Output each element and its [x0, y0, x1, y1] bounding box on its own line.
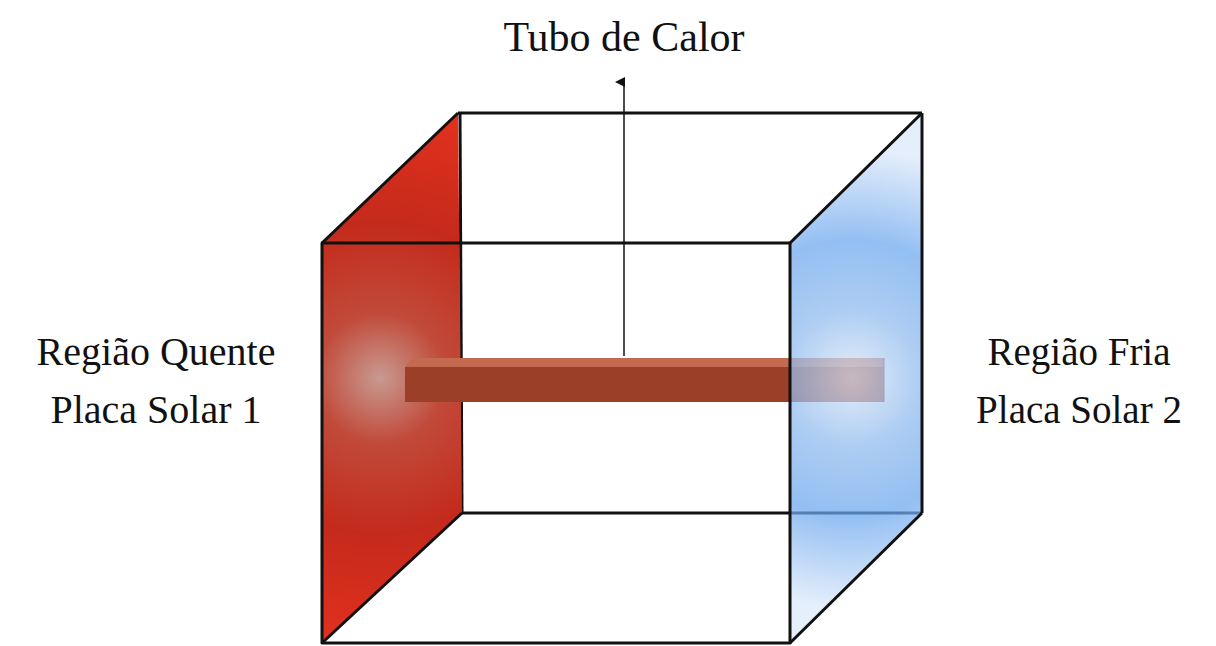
hot-region-label: Região Quente Placa Solar 1 — [6, 323, 306, 439]
cube-edges — [322, 113, 922, 643]
cold-region-label: Região Fria Placa Solar 2 — [948, 323, 1210, 439]
leader-arrow — [623, 82, 625, 356]
cold-plate — [790, 113, 922, 643]
pipe-label: Tubo de Calor — [414, 8, 834, 66]
